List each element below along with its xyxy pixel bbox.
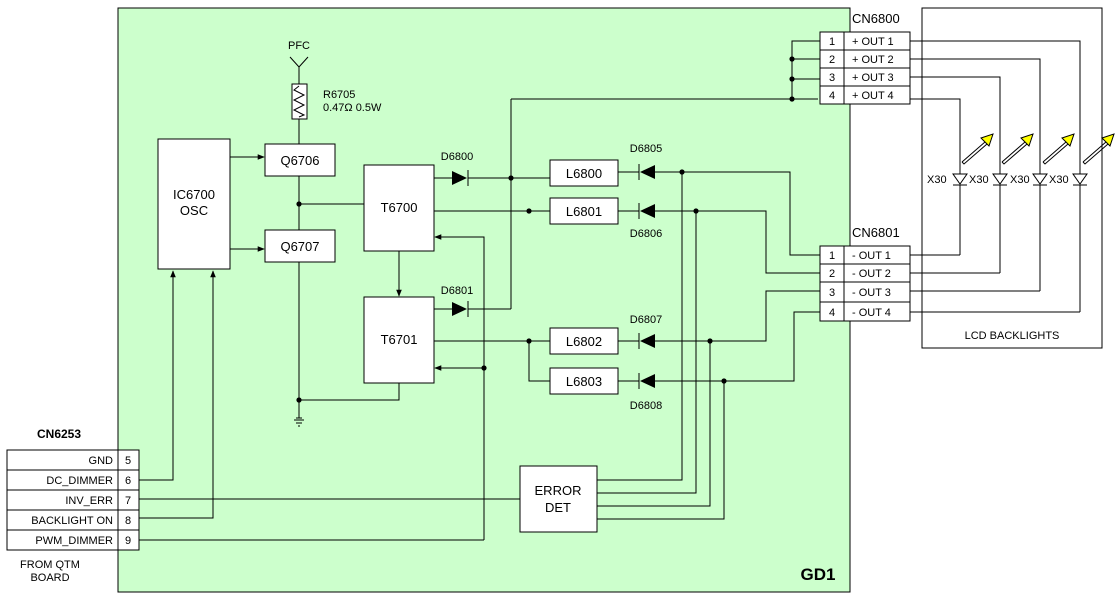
l6802-label: L6802 (566, 334, 602, 349)
d6801-label: D6801 (441, 285, 473, 297)
l6800-label: L6800 (566, 166, 602, 181)
inductor-l6802: L6802 (549, 327, 619, 355)
cn6800-pin-3: 3 (829, 72, 835, 84)
ic6700-osc-block: IC6700 OSC (157, 138, 231, 270)
lamp-4-label: X30 (1049, 174, 1069, 186)
lamp-2: X30 (969, 173, 1008, 273)
cn6253-pin-9: 9 (125, 535, 131, 547)
cn6801-label-4: - OUT 4 (852, 307, 891, 319)
lamp-4: X30 (1049, 173, 1088, 312)
error-det-block: ERROR DET (519, 465, 598, 533)
resistor-ref: R6705 (323, 89, 355, 101)
q6707-label: Q6707 (280, 239, 319, 254)
cn6253-label-1: GND (89, 455, 114, 467)
cn6253-connector: GND DC_DIMMER INV_ERR BACKLIGHT ON PWM_D… (6, 449, 140, 551)
cn6800-label-3: + OUT 3 (852, 72, 894, 84)
cn6800-pin-1: 1 (829, 36, 835, 48)
cn6253-label-5: PWM_DIMMER (35, 535, 113, 547)
cn6801-pin-3: 3 (829, 287, 835, 299)
cn6801-label-3: - OUT 3 (852, 287, 891, 299)
d6807-label: D6807 (630, 314, 662, 326)
transistor-q6706: Q6706 (264, 143, 336, 177)
lamp-3-label: X30 (1010, 174, 1030, 186)
from-line2: BOARD (30, 572, 69, 584)
cn6800-label-2: + OUT 2 (852, 54, 894, 66)
lamp-1: X30 (927, 173, 968, 255)
transistor-q6707: Q6707 (264, 229, 336, 263)
d6800-label: D6800 (441, 151, 473, 163)
cn6800-pin-4: 4 (829, 90, 835, 102)
light-arrow-1 (961, 133, 994, 165)
cn6801-pin-4: 4 (829, 307, 835, 319)
cn6800-connector: 1 2 3 4 + OUT 1 + OUT 2 + OUT 3 + OUT 4 (819, 31, 911, 105)
cn6800-label-1: + OUT 1 (852, 36, 894, 48)
diode-d6805: D6805 (618, 143, 820, 256)
resistor-value: 0.47Ω 0.5W (323, 102, 382, 114)
cn6800-title: CN6800 (852, 11, 900, 26)
l6803-label: L6803 (566, 374, 602, 389)
q6706-label: Q6706 (280, 153, 319, 168)
inductor-l6801: L6801 (549, 197, 619, 225)
inductor-l6803: L6803 (549, 367, 619, 395)
inductor-l6800: L6800 (549, 159, 619, 187)
resistor-r6705: R6705 0.47Ω 0.5W (291, 83, 382, 120)
t6701-label: T6701 (381, 332, 418, 347)
cn6253-label-3: INV_ERR (65, 495, 113, 507)
lamp-1-label: X30 (927, 174, 947, 186)
cn6800-label-4: + OUT 4 (852, 90, 894, 102)
t6700-label: T6700 (381, 200, 418, 215)
d6806-label: D6806 (630, 228, 662, 240)
lamp-2-label: X30 (969, 174, 989, 186)
cn6801-title: CN6801 (852, 225, 900, 240)
pfc-label: PFC (288, 40, 310, 52)
cn6801-label-1: - OUT 1 (852, 250, 891, 262)
lcd-backlights-title: LCD BACKLIGHTS (965, 330, 1060, 342)
diode-d6800: D6800 (434, 151, 550, 186)
transformer-t6701: T6701 (363, 296, 435, 384)
osc-line2: OSC (180, 203, 208, 218)
cn6801-pin-2: 2 (829, 268, 835, 280)
transformer-t6700: T6700 (363, 164, 435, 252)
l6801-label: L6801 (566, 204, 602, 219)
cn6253-pin-8: 8 (125, 515, 131, 527)
cn6253-pin-7: 7 (125, 495, 131, 507)
light-arrow-3 (1042, 133, 1075, 165)
cn6253-label-2: DC_DIMMER (46, 475, 113, 487)
from-line1: FROM QTM (20, 559, 80, 571)
d6808-label: D6808 (630, 400, 662, 412)
lamp-3: X30 (1010, 173, 1048, 291)
light-arrow-2 (1001, 133, 1034, 165)
error-det-line1: ERROR (535, 483, 582, 498)
cn6253-pin-5: 5 (125, 455, 131, 467)
cn6801-label-2: - OUT 2 (852, 268, 891, 280)
diode-d6806: D6806 (618, 203, 820, 274)
cn6253-pin-6: 6 (125, 475, 131, 487)
d6805-label: D6805 (630, 143, 662, 155)
cn6253-title: CN6253 (37, 427, 81, 441)
osc-line1: IC6700 (173, 187, 215, 202)
cn6253-label-4: BACKLIGHT ON (31, 515, 113, 527)
board-name: GD1 (801, 565, 836, 584)
error-det-line2: DET (545, 500, 571, 515)
diode-d6801: D6801 (434, 285, 511, 317)
cn6800-pin-2: 2 (829, 54, 835, 66)
cn6801-connector: 1 2 3 4 - OUT 1 - OUT 2 - OUT 3 - OUT 4 (819, 245, 911, 322)
cn6801-pin-1: 1 (829, 250, 835, 262)
light-arrow-4 (1082, 133, 1115, 165)
